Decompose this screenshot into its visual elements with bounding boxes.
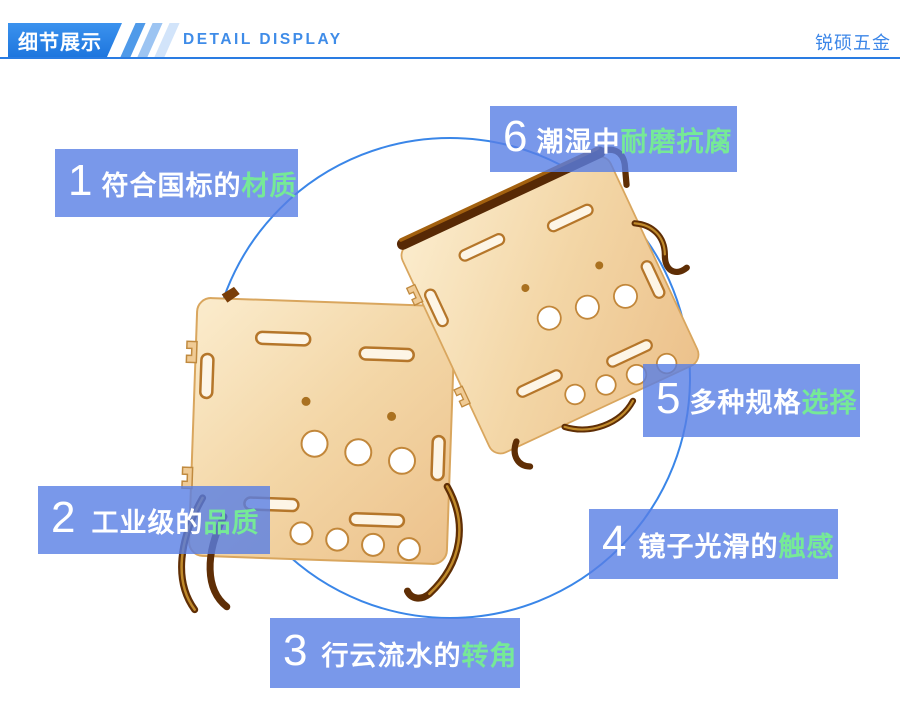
callout-1-material: 1 符合国标的材质 xyxy=(55,149,298,217)
callout-text-highlight: 选择 xyxy=(801,388,858,418)
callout-text-white: 潮湿中 xyxy=(536,126,621,157)
callout-text: 工业级的品质 xyxy=(91,501,259,540)
callout-4-touch: 4 镜子光滑的触感 xyxy=(589,509,838,579)
callout-number: 1 xyxy=(68,156,93,205)
brand-name: 锐硕五金 xyxy=(815,33,891,53)
callout-text-white: 工业级的 xyxy=(91,507,204,538)
callout-text: 镜子光滑的触感 xyxy=(638,525,834,564)
header-divider xyxy=(0,57,900,59)
callout-text-highlight: 转角 xyxy=(461,640,518,671)
callout-text-highlight: 材质 xyxy=(241,170,298,201)
callout-text: 多种规格选择 xyxy=(689,381,857,420)
callout-text-white: 行云流水的 xyxy=(321,640,462,671)
callout-number: 2 xyxy=(51,493,76,542)
callout-text-highlight: 品质 xyxy=(203,507,260,538)
callout-text-white: 符合国标的 xyxy=(101,170,242,201)
callout-text-highlight: 耐磨抗腐 xyxy=(620,126,733,157)
callout-3-corners: 3 行云流水的转角 xyxy=(270,618,520,688)
callout-text-white: 多种规格 xyxy=(689,388,802,418)
section-subtitle: DETAIL DISPLAY xyxy=(183,31,343,48)
callout-5-specs: 5 多种规格选择 xyxy=(643,364,860,437)
callout-text-white: 镜子光滑的 xyxy=(638,531,779,562)
callout-text: 行云流水的转角 xyxy=(321,634,517,673)
callout-text: 符合国标的材质 xyxy=(101,164,297,203)
brass-shield-plate-left xyxy=(178,286,463,614)
callout-number: 5 xyxy=(656,373,681,423)
callout-text: 潮湿中耐磨抗腐 xyxy=(536,120,732,159)
callout-6-corrosion: 6 潮湿中耐磨抗腐 xyxy=(490,106,737,172)
callout-number: 3 xyxy=(283,626,308,675)
callout-2-quality: 2 工业级的品质 xyxy=(38,486,270,554)
callout-number: 6 xyxy=(503,112,528,161)
section-title: 细节展示 xyxy=(18,31,102,54)
section-title-ribbon: 细节展示 xyxy=(8,23,122,57)
callout-text-highlight: 触感 xyxy=(778,531,835,562)
callout-number: 4 xyxy=(602,517,627,566)
